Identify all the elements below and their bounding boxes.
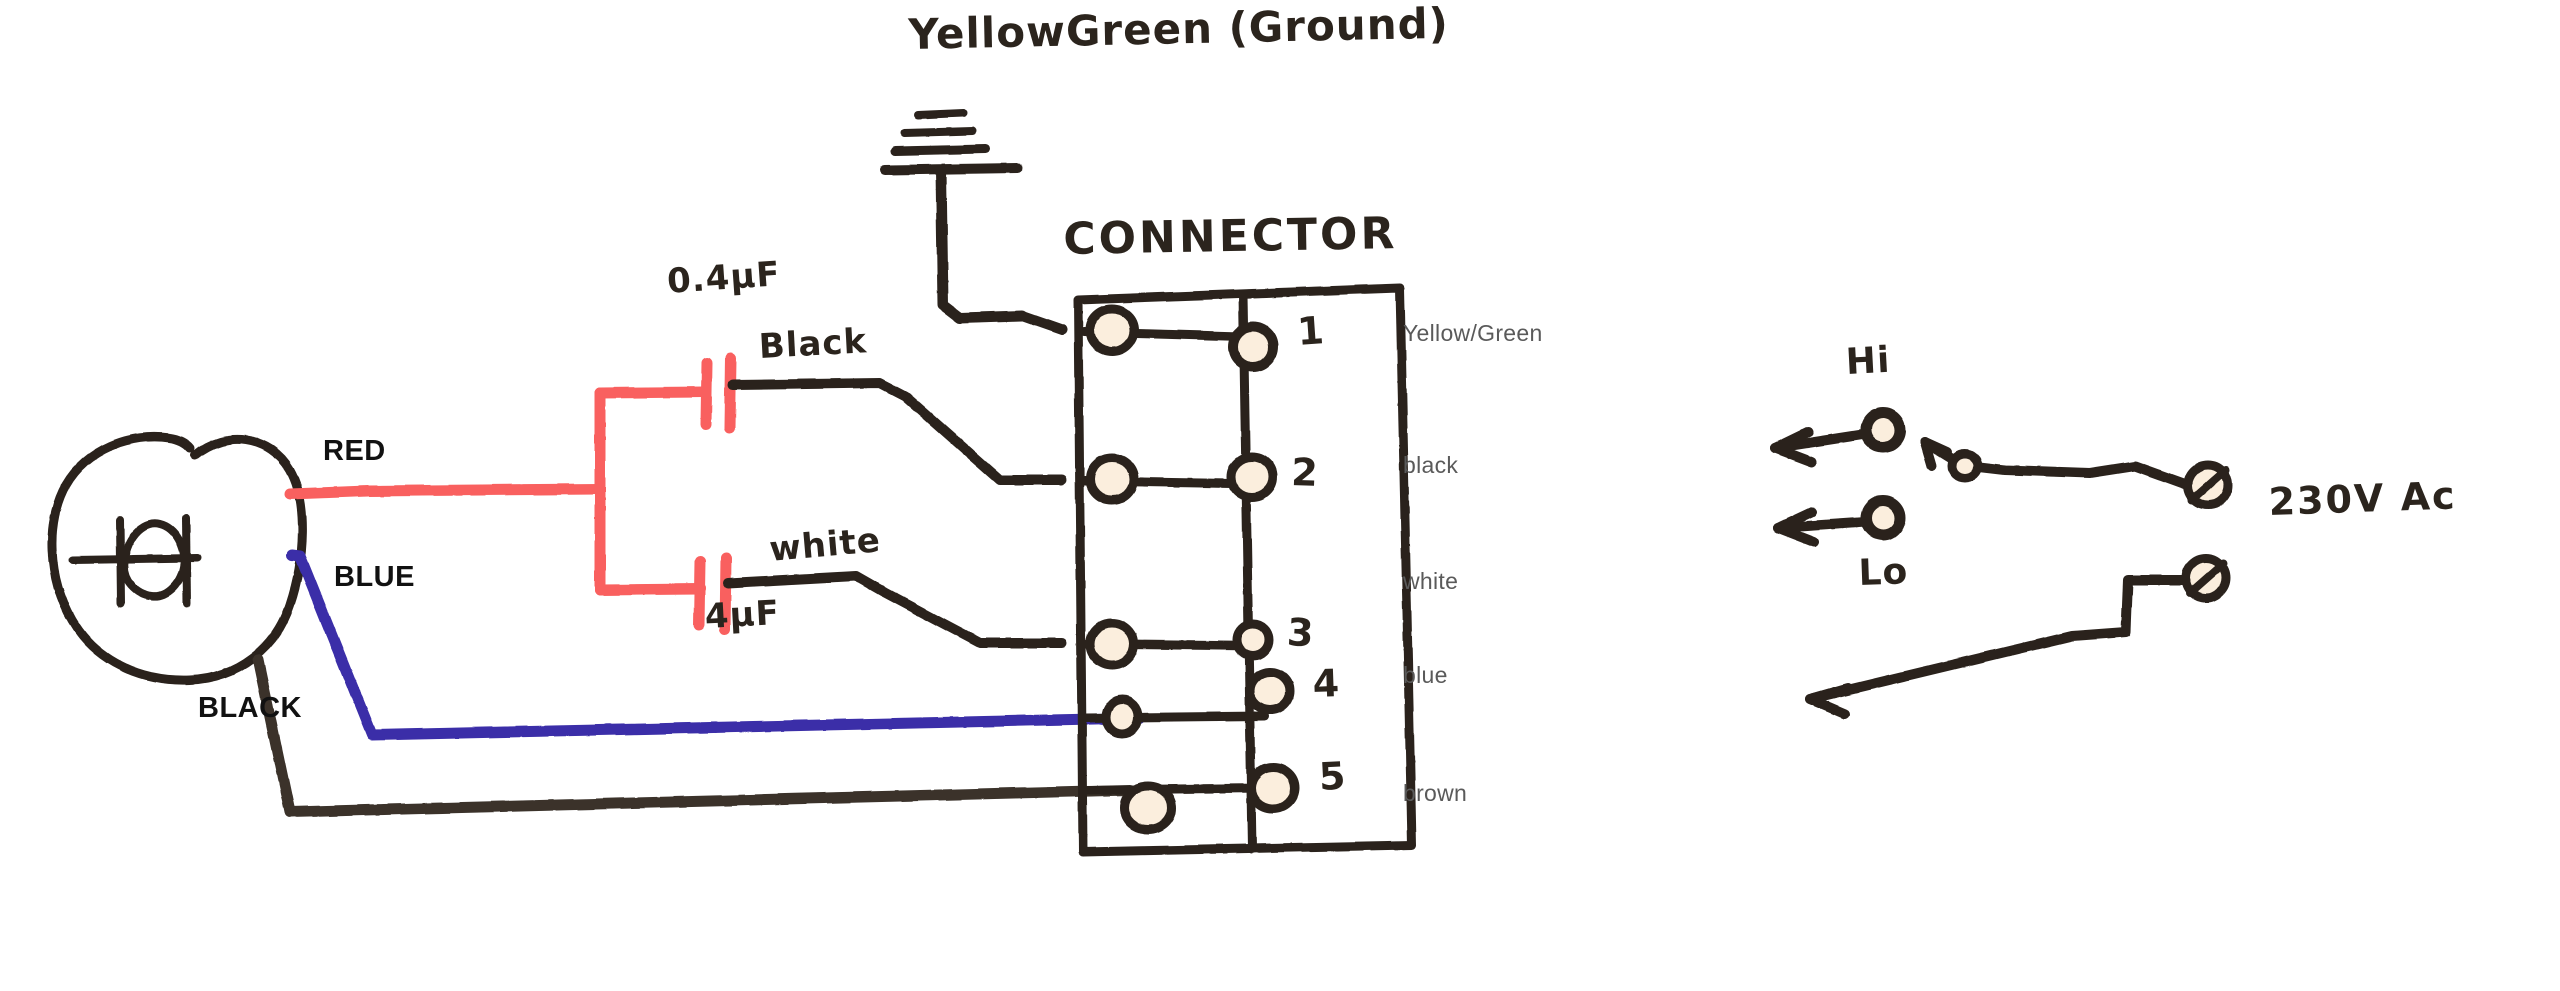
- white-cap-wire: [723, 571, 1067, 648]
- motor-lead-label-red: RED: [323, 435, 386, 467]
- terminal-number-5: 5: [1317, 753, 1347, 799]
- terminal-right-3[interactable]: [1232, 619, 1274, 661]
- switch-lo-contact[interactable]: [1860, 495, 1906, 541]
- supply-terminal-neutral[interactable]: [2181, 553, 2231, 603]
- terminal-wire-label-3: white: [1403, 568, 1459, 594]
- motor-lead-label-black: BLACK: [198, 692, 302, 724]
- switch-blade[interactable]: [1920, 437, 2190, 489]
- capacitor-upper-wire-label: Black: [757, 321, 869, 367]
- switch-lo-arrow: [1773, 507, 1871, 547]
- terminal-wire-label-4: blue: [1403, 662, 1448, 688]
- ground-title-text: YellowGreen (Ground): [907, 0, 1450, 59]
- capacitor-upper: [700, 352, 737, 434]
- terminal-right-1[interactable]: [1228, 322, 1278, 372]
- supply-terminal-live[interactable]: [2183, 460, 2233, 510]
- capacitor-upper-value: 0.4µF: [665, 254, 782, 302]
- supply-return-wire: [1805, 575, 2191, 719]
- motor-lead-label-blue: BLUE: [334, 561, 415, 593]
- connector-title-text: CONNECTOR: [1062, 208, 1398, 265]
- connector-block[interactable]: [1073, 283, 1417, 857]
- terminal-left-3[interactable]: [1085, 618, 1139, 670]
- terminal-left-4[interactable]: [1101, 695, 1143, 739]
- terminal-right-4[interactable]: [1245, 667, 1295, 715]
- terminal-number-3: 3: [1285, 610, 1315, 656]
- earth-ground-icon: [880, 109, 1028, 324]
- terminal-left-1[interactable]: [1085, 304, 1139, 356]
- capacitor-lower-value: 4µF: [703, 593, 781, 637]
- switch-hi-arrow: [1770, 427, 1871, 467]
- supply-voltage-label: 230V Ac: [2267, 473, 2458, 524]
- blue-wire: [286, 549, 1146, 741]
- motor-symbol: [69, 514, 201, 608]
- terminal-wire-label-5: brown: [1403, 780, 1468, 806]
- terminal-wire-label-2: black: [1403, 452, 1459, 478]
- capacitor-lower-wire-label: white: [767, 520, 883, 570]
- black-wire: [252, 654, 1136, 818]
- black-cap-wire: [728, 378, 1067, 485]
- switch-hi-contact[interactable]: [1860, 407, 1906, 453]
- terminal-left-5[interactable]: [1119, 781, 1177, 835]
- motor-body: [47, 432, 307, 685]
- terminal-left-2[interactable]: [1085, 453, 1139, 505]
- terminal-number-1: 1: [1295, 308, 1326, 354]
- switch-position-hi-label: Hi: [1844, 339, 1892, 383]
- terminal-wire-label-1: Yellow/Green: [1403, 320, 1543, 346]
- terminal-number-2: 2: [1290, 450, 1319, 495]
- red-wire-path: [284, 386, 711, 596]
- switch-position-lo-label: Lo: [1857, 551, 1909, 594]
- ground-wire-to-terminal: [1017, 311, 1067, 335]
- terminal-right-2[interactable]: [1226, 452, 1278, 502]
- terminal-right-5[interactable]: [1246, 762, 1300, 814]
- terminal-number-4: 4: [1311, 661, 1340, 706]
- capacitor-lower: [693, 552, 732, 635]
